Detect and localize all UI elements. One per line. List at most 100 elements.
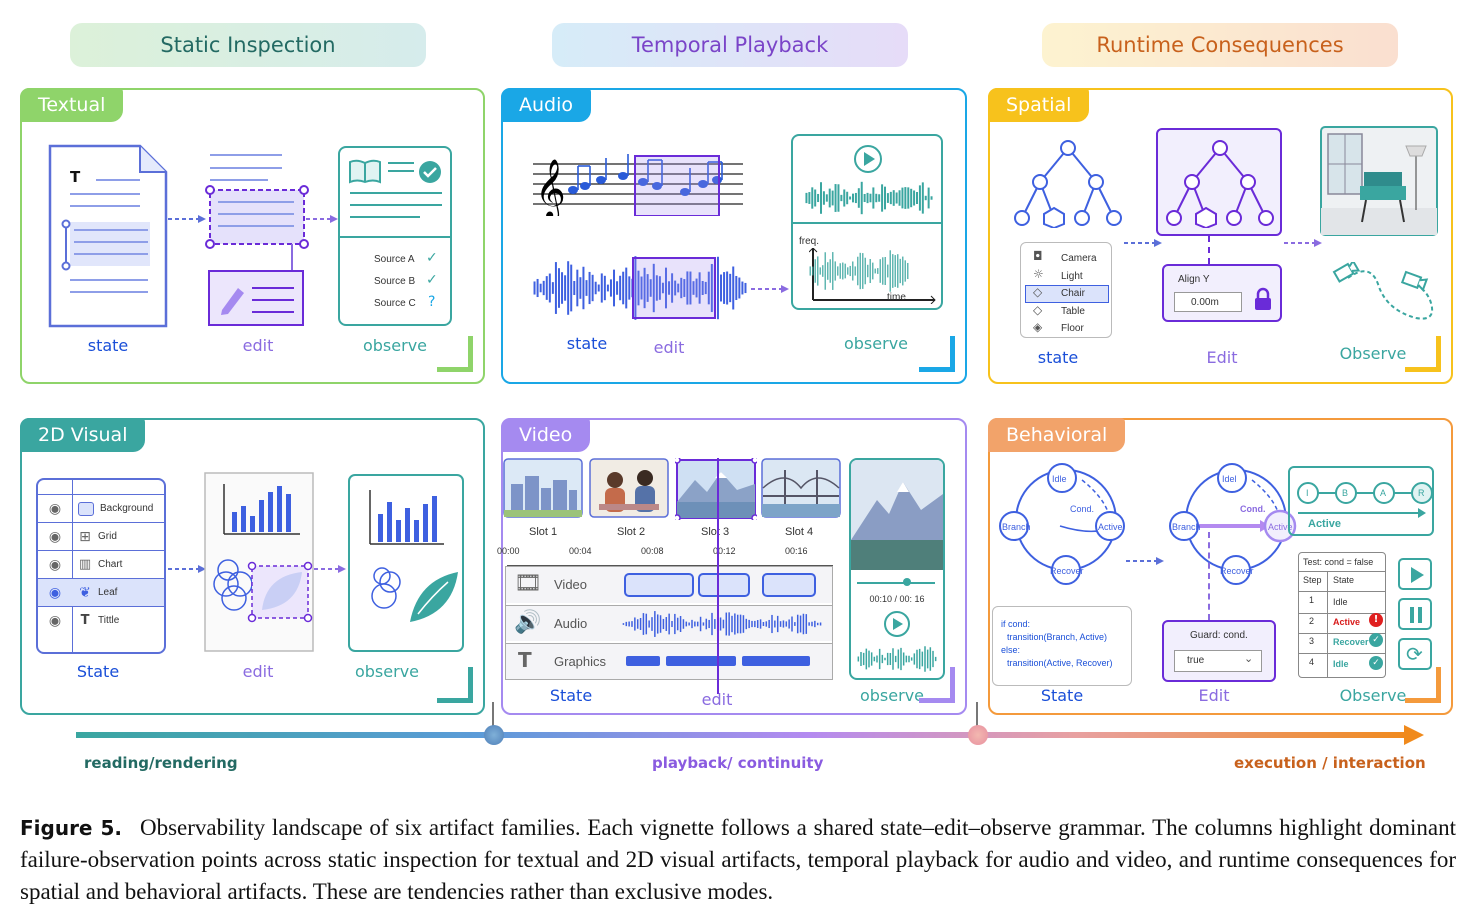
text-icon: T xyxy=(518,648,532,672)
leaf-icon: ❦ xyxy=(79,584,91,601)
state-label: State xyxy=(76,662,120,681)
restart-button[interactable]: ⟳ xyxy=(1398,638,1432,670)
track-video[interactable]: 🎞 Video xyxy=(506,567,832,603)
document-letter: T xyxy=(70,168,81,186)
chevron-down-icon[interactable]: ⌄ xyxy=(1244,652,1254,665)
progress-track[interactable] xyxy=(857,582,935,584)
graphics-clip[interactable] xyxy=(666,656,736,666)
music-staff-icon: 𝄞 xyxy=(533,154,743,216)
slot-thumbnail[interactable] xyxy=(761,458,841,518)
graphics-clip[interactable] xyxy=(742,656,810,666)
panel-audio: Audio 𝄞 freq. time xyxy=(501,88,967,384)
video-clip[interactable] xyxy=(624,573,694,597)
eye-icon[interactable]: ◉ xyxy=(48,584,62,601)
time-label: time xyxy=(887,292,906,303)
speaker-icon: 🔊 xyxy=(514,610,542,635)
corner-mark xyxy=(919,336,955,372)
layer-row-grid[interactable]: ◉ ⊞ Grid xyxy=(38,522,164,550)
arrow-icon xyxy=(1124,239,1162,247)
eye-icon[interactable]: ◉ xyxy=(48,528,62,545)
corner-mark xyxy=(1405,336,1441,372)
player-time: 00:10 / 00: 16 xyxy=(869,594,925,604)
table-row-step: 3 xyxy=(1309,636,1315,646)
eye-icon[interactable]: ◉ xyxy=(48,556,62,573)
observe-canvas xyxy=(348,474,464,652)
chair-icon: ◇ xyxy=(1033,285,1043,299)
table-icon: ◇ xyxy=(1033,303,1043,317)
outliner-panel: Camera Light Chair Table Floor ◘ ☼ ◇ ◇ ◈ xyxy=(1020,242,1112,338)
node-recover: Recover xyxy=(1050,566,1084,576)
slot-thumbnail[interactable] xyxy=(589,458,669,518)
layer-row-background[interactable]: ◉ Background xyxy=(38,494,164,522)
table-row-state: Recover xyxy=(1333,637,1369,647)
chart-icon: ▥ xyxy=(78,557,92,572)
edit-label: edit xyxy=(242,336,274,355)
outliner-item-camera[interactable]: Camera xyxy=(1061,253,1097,264)
play-icon xyxy=(854,145,882,173)
tab-audio: Audio xyxy=(501,88,592,122)
layer-row-leaf[interactable]: ◉ ❦ Leaf xyxy=(38,578,164,606)
eye-icon[interactable]: ◉ xyxy=(48,500,62,517)
arrow-icon xyxy=(314,565,346,573)
sequence-box: I B A R Active xyxy=(1288,466,1434,536)
state-label: state xyxy=(566,334,608,353)
panel-2d-visual: 2D Visual ◉ Background ◉ ⊞ Grid ◉ ▥ Char… xyxy=(20,418,485,715)
layer-row-title[interactable]: ◉ T Tittle xyxy=(38,606,164,634)
outliner-item-floor[interactable]: Floor xyxy=(1061,323,1084,334)
camera-path-icon xyxy=(1332,262,1434,320)
state-label: state xyxy=(87,336,129,355)
eye-icon[interactable]: ◉ xyxy=(48,612,62,629)
light-icon: ☼ xyxy=(1033,267,1044,281)
sequence-chain xyxy=(1297,482,1432,504)
check-circle-icon: ✓ xyxy=(1369,656,1383,670)
tab-2d-visual: 2D Visual xyxy=(20,418,146,452)
axis-arrowhead xyxy=(1404,725,1424,745)
state-label: state xyxy=(1037,348,1079,367)
panel-behavioral: Behavioral Idle Branch Active Recover Co… xyxy=(988,418,1453,715)
caption-label: Figure 5. xyxy=(20,816,122,840)
state-machine-edit-diagram xyxy=(1169,463,1297,585)
slot-label: Slot 1 xyxy=(529,526,558,538)
slot-label: Slot 4 xyxy=(785,526,814,538)
cond-label: Cond. xyxy=(1070,504,1095,514)
book-icon xyxy=(349,159,381,184)
seq-label: Active xyxy=(1308,518,1342,530)
layer-row-chart[interactable]: ◉ ▥ Chart xyxy=(38,550,164,578)
progress-knob[interactable] xyxy=(903,578,911,586)
play-icon[interactable] xyxy=(883,610,911,638)
camera-icon: ◘ xyxy=(1033,249,1043,263)
track-graphics[interactable]: T Graphics xyxy=(506,643,832,679)
pause-button[interactable] xyxy=(1398,598,1432,630)
corner-mark xyxy=(919,667,955,703)
background-icon xyxy=(78,501,94,516)
code-box: if cond: transition(Branch, Active) else… xyxy=(992,606,1132,686)
guard-select[interactable]: true xyxy=(1174,650,1262,672)
tab-spatial: Spatial xyxy=(988,88,1090,122)
outliner-item-table[interactable]: Table xyxy=(1061,306,1085,317)
grid-icon: ⊞ xyxy=(79,528,91,545)
waveform-icon xyxy=(533,256,747,320)
track-audio[interactable]: 🔊 Audio xyxy=(506,605,832,641)
outliner-item-chair[interactable]: Chair xyxy=(1061,288,1085,299)
graphics-clip[interactable] xyxy=(626,656,660,666)
code-line: if cond: xyxy=(1001,619,1031,629)
tab-textual: Textual xyxy=(20,88,124,122)
check-circle-icon: ✓ xyxy=(1369,633,1383,647)
arrow-icon xyxy=(168,565,206,573)
lock-icon[interactable] xyxy=(1252,286,1274,312)
slot-thumbnail[interactable] xyxy=(503,458,583,518)
code-line: transition(Active, Recover) xyxy=(1007,658,1113,668)
align-y-input[interactable]: 0.00m xyxy=(1174,292,1242,312)
test-table: Test: cond = false Step State 1 Idle 2 A… xyxy=(1298,552,1386,678)
outliner-item-light[interactable]: Light xyxy=(1061,271,1083,282)
node-idle: Idle xyxy=(1052,474,1067,484)
table-row-state: Idle xyxy=(1333,659,1349,669)
video-clip[interactable] xyxy=(698,573,750,597)
state-label: State xyxy=(1040,686,1084,705)
document-icon xyxy=(48,144,168,328)
floor-icon: ◈ xyxy=(1033,320,1043,334)
video-clip[interactable] xyxy=(762,573,816,597)
play-button[interactable] xyxy=(1398,558,1432,590)
slot-thumbnail-selected[interactable] xyxy=(675,458,757,520)
playhead[interactable] xyxy=(717,458,719,694)
